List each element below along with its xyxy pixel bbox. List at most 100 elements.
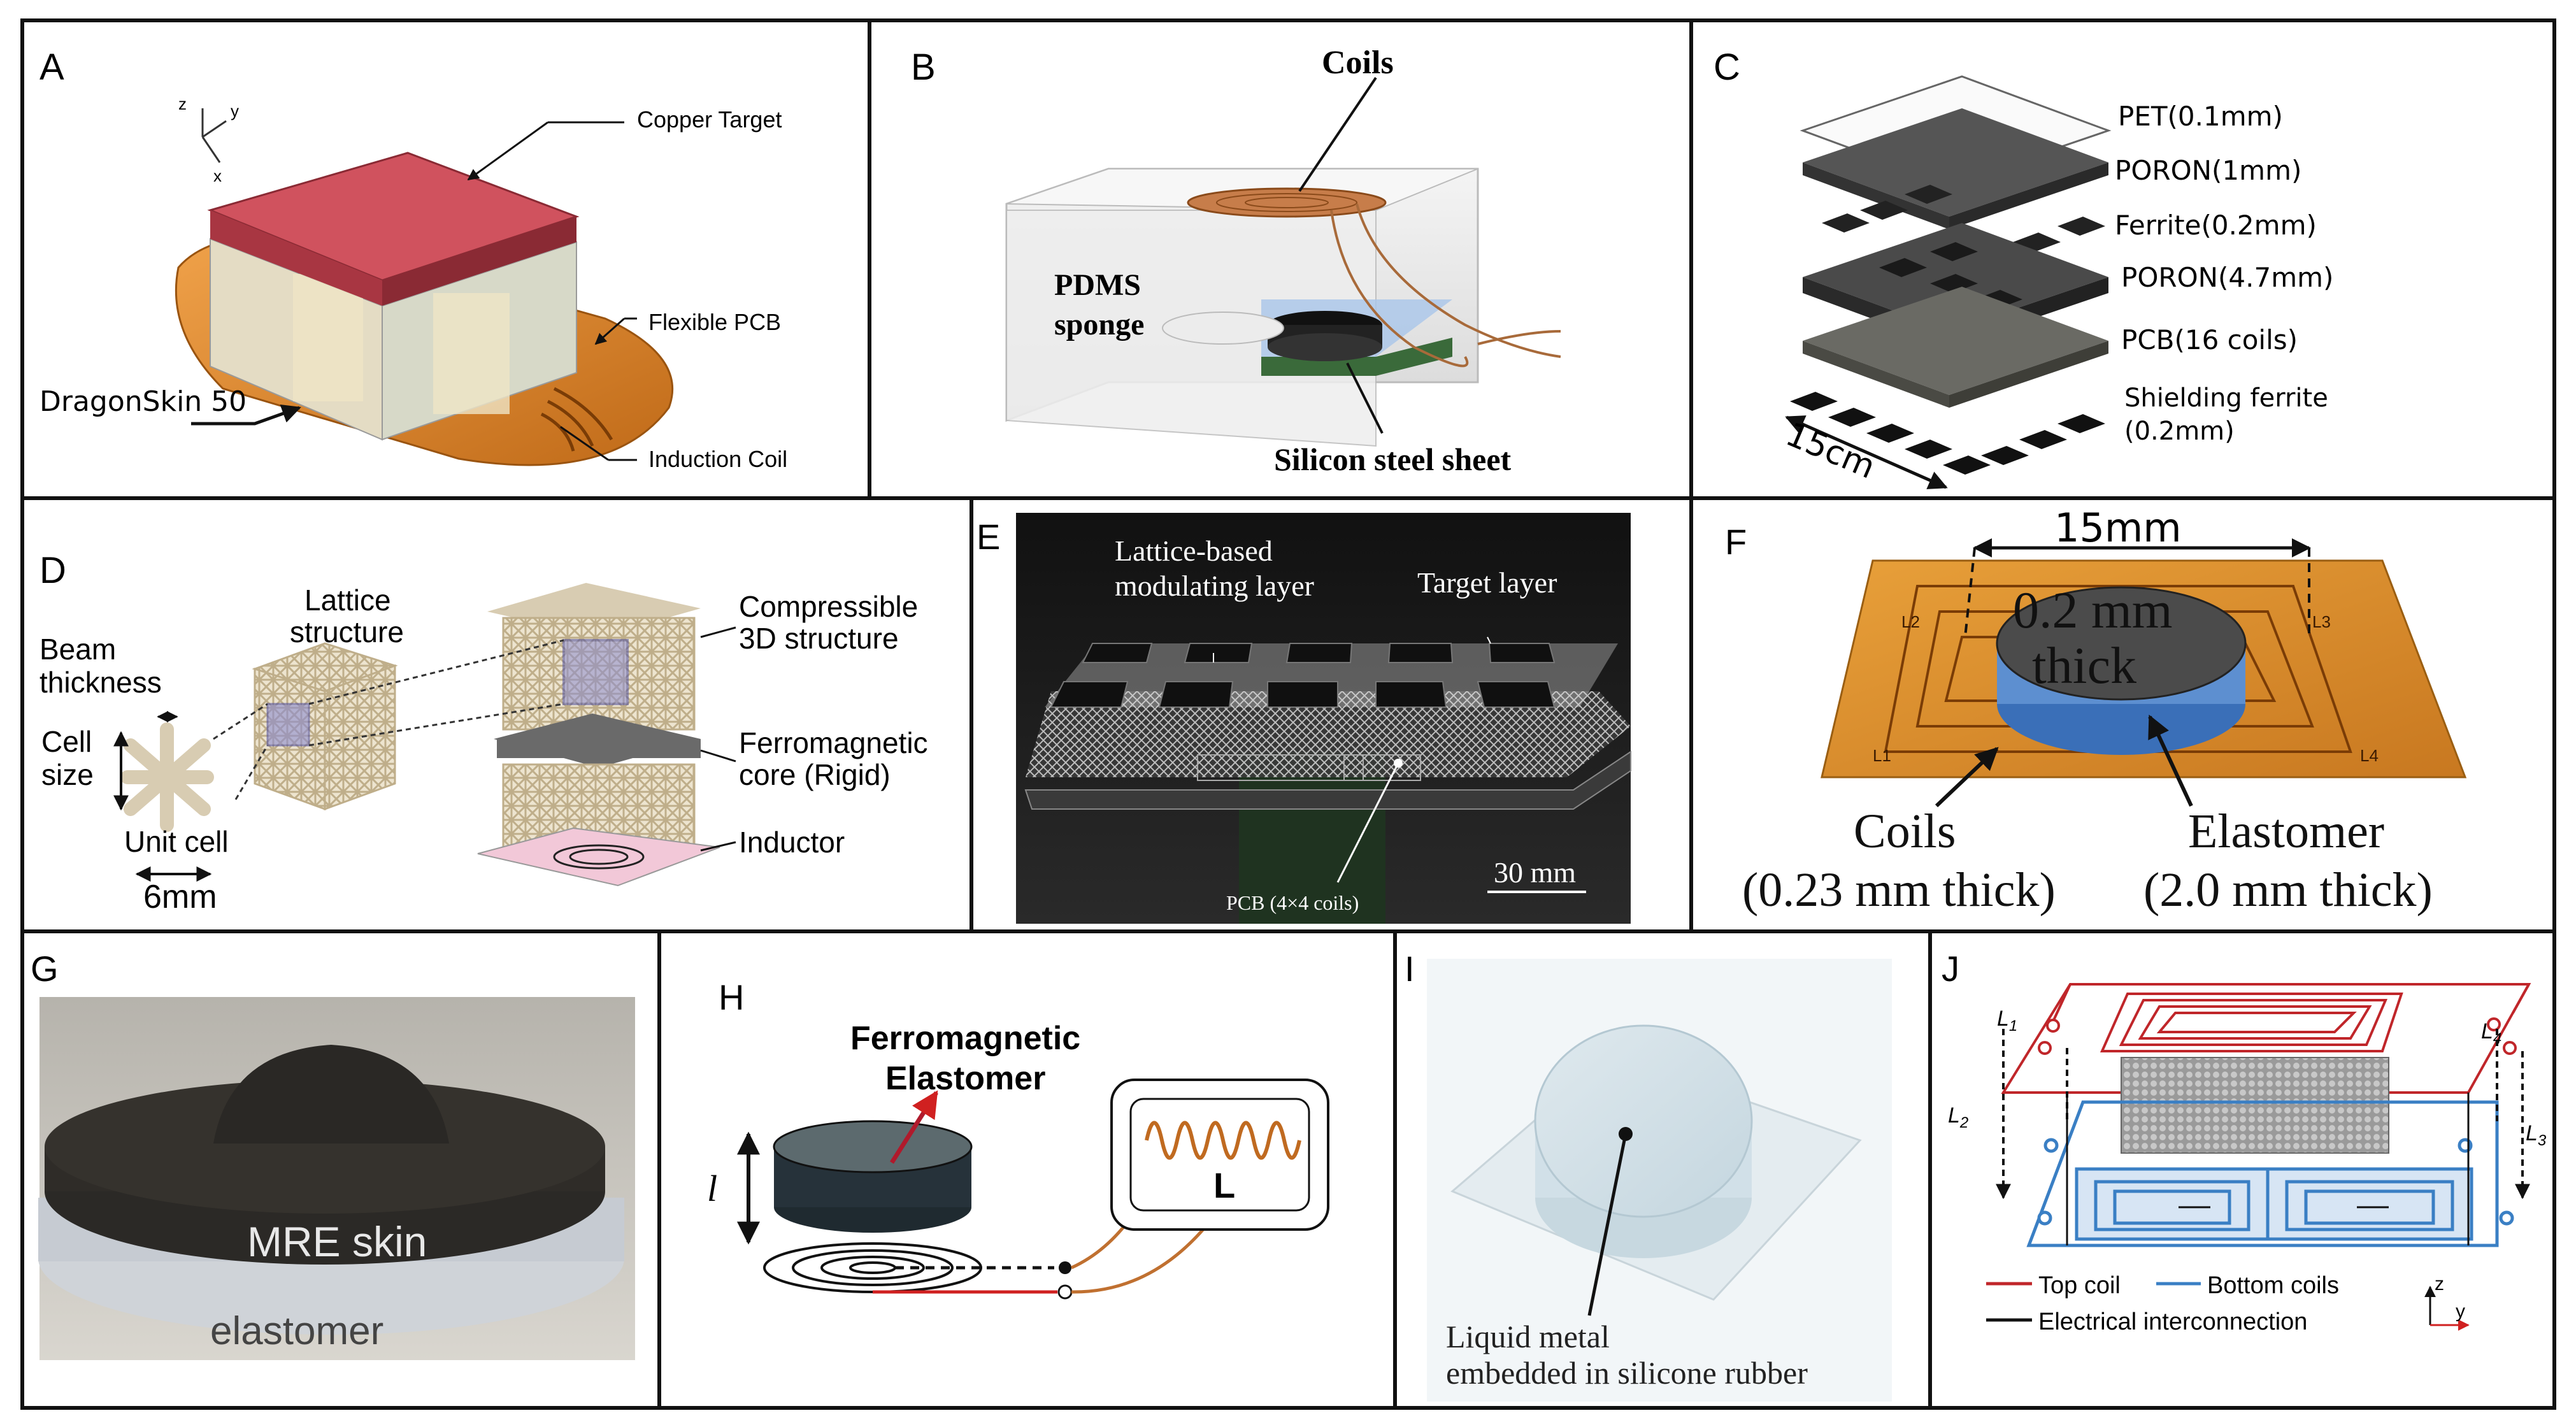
panel-h-letter: H	[719, 977, 744, 1017]
inductor-label: Inductor	[739, 826, 845, 859]
flexible-pcb-label: Flexible PCB	[648, 309, 781, 335]
six-mm-label: 6mm	[143, 878, 217, 915]
thickness-label: thickness	[39, 666, 162, 699]
dragonskin-label: DragonSkin 50	[39, 385, 247, 418]
legend-j: Top coil Bottom coils Electrical interco…	[1986, 1272, 2339, 1335]
panel-d: D Beam thickness Cell size Lattice struc…	[39, 550, 928, 915]
elastomer-f-label: Elastomer	[2188, 805, 2384, 858]
panel-f-letter: F	[1725, 522, 1747, 562]
elastomer-g-label: elastomer	[210, 1309, 383, 1353]
compressible-label: Compressible	[739, 590, 918, 623]
pdms-label: PDMS	[1054, 268, 1141, 302]
ferromagnetic-disk	[773, 1120, 973, 1233]
panel-borders	[20, 18, 2556, 1410]
thick-word-label: thick	[2032, 636, 2136, 694]
interconnect-legend: Electrical interconnection	[2038, 1309, 2307, 1335]
coil-l1-label: L1	[1873, 746, 1891, 765]
ferromagnetic-h-label: Ferromagnetic	[850, 1020, 1080, 1057]
axis-yz-icon: z y	[2424, 1273, 2470, 1331]
copper-target-label: Copper Target	[637, 106, 782, 133]
cell-label: Cell	[41, 725, 92, 758]
panel-j-letter: J	[1942, 949, 1959, 989]
lattice-label: Lattice	[304, 584, 391, 617]
panel-j: J	[1942, 949, 2547, 1335]
pet-label: PET(0.1mm)	[2118, 101, 2283, 132]
shielding-thickness-label: (0.2mm)	[2124, 417, 2235, 446]
mre-skin-label: MRE skin	[247, 1218, 427, 1265]
pcb-4x4-label: PCB (4×4 coils)	[1226, 891, 1359, 914]
coils-f-label: Coils	[1854, 805, 1956, 858]
electrical-interconnects	[1996, 1029, 2530, 1200]
bottom-coils	[2026, 1100, 2514, 1247]
panel-i-letter: I	[1405, 949, 1415, 989]
panel-c-letter: C	[1714, 47, 1740, 88]
coils-label: Coils	[1322, 45, 1394, 81]
dotted-core	[2121, 1057, 2389, 1154]
beam-label: Beam	[39, 633, 116, 666]
ferrite-label: Ferrite(0.2mm)	[2115, 210, 2317, 241]
silicon-steel-label: Silicon steel sheet	[1274, 441, 1512, 477]
inductance-l-label: L	[1213, 1165, 1235, 1205]
axis-x-label: x	[213, 166, 222, 185]
panel-a: A z y x Copper Target Flexible PCB	[39, 47, 787, 472]
sponge-label: sponge	[1054, 308, 1144, 341]
silicone-rubber-label: embedded in silicone rubber	[1446, 1355, 1808, 1391]
dim-15cm-label: 15cm	[1780, 415, 1880, 487]
elastomer-disk	[1996, 586, 2247, 701]
oscillation-wave-icon	[1145, 1121, 1301, 1160]
upper-coil	[1187, 187, 1387, 218]
compressible-stack	[477, 583, 720, 887]
target-tiles	[1050, 643, 1556, 708]
axis-j-y-label: y	[2456, 1301, 2465, 1322]
gap-l-label: l	[707, 1168, 717, 1209]
coil-l3-label: L3	[2312, 612, 2331, 631]
thick-value-label: 0.2 mm	[2013, 581, 2173, 639]
top-coil-legend: Top coil	[2038, 1272, 2121, 1299]
panel-g-letter: G	[31, 949, 59, 989]
ferromagnetic-label: Ferromagnetic	[739, 726, 928, 759]
coils-thick-label: (0.23 mm thick)	[1742, 863, 2056, 917]
l2-label: L2	[1948, 1103, 1968, 1131]
panel-e-letter: E	[977, 517, 1000, 557]
target-layer-label: Target layer	[1417, 566, 1557, 599]
panel-b: B Coils PDMS sponge Silicon steel sheet	[911, 45, 1561, 477]
modulating-layer-label: modulating layer	[1115, 570, 1314, 602]
inductance-readout-box	[1110, 1079, 1329, 1231]
dim-15mm-label: 15mm	[2054, 505, 2182, 551]
panel-b-letter: B	[911, 47, 936, 88]
axis-y-label: y	[231, 101, 239, 120]
induction-coil-label: Induction Coil	[648, 446, 787, 472]
axis-triad-icon	[201, 108, 227, 163]
poron1-label: PORON(1mm)	[2115, 155, 2301, 186]
panel-d-letter: D	[39, 550, 66, 591]
elastomer-thick-label: (2.0 mm thick)	[2143, 863, 2433, 917]
scale-30mm-label: 30 mm	[1494, 856, 1576, 889]
panel-a-letter: A	[39, 47, 64, 88]
l3-label: L3	[2526, 1121, 2547, 1149]
lattice-based-label: Lattice-based	[1115, 534, 1273, 567]
unit-cell-label: Unit cell	[124, 825, 229, 858]
unit-cell-icon	[120, 722, 214, 832]
l1-label: L1	[1997, 1007, 2017, 1035]
liquid-metal-label: Liquid metal	[1446, 1319, 1610, 1354]
shielding-label: Shielding ferrite	[2124, 384, 2328, 413]
bottom-coils-legend: Bottom coils	[2207, 1272, 2339, 1299]
panel-g: G MRE skin elastomer	[31, 949, 635, 1360]
coil-l2-label: L2	[1901, 612, 1920, 631]
size-label: size	[41, 758, 94, 791]
panel-f: F L1 L2 L3 L4 15mm 0.2 mm thick Coils (0…	[1725, 505, 2467, 917]
panel-i: I Liquid metal embedded in silicone rubb…	[1405, 949, 1892, 1402]
copper-target	[207, 152, 580, 306]
l4-label: L4	[2481, 1019, 2501, 1047]
axis-z-label: z	[178, 94, 187, 113]
panel-e: E Lattice-based modulating layer Target …	[977, 513, 1631, 924]
axis-j-z-label: z	[2435, 1273, 2444, 1294]
3d-structure-label: 3D structure	[739, 622, 899, 655]
poron2-label: PORON(4.7mm)	[2121, 262, 2333, 293]
pcb-16-label: PCB(16 coils)	[2121, 324, 2298, 355]
structure-label: structure	[290, 615, 404, 649]
coil-l4-label: L4	[2360, 746, 2379, 765]
panel-h: H l L Ferromagnetic Elastomer	[707, 977, 1329, 1300]
elastomer-h-label: Elastomer	[885, 1060, 1045, 1097]
